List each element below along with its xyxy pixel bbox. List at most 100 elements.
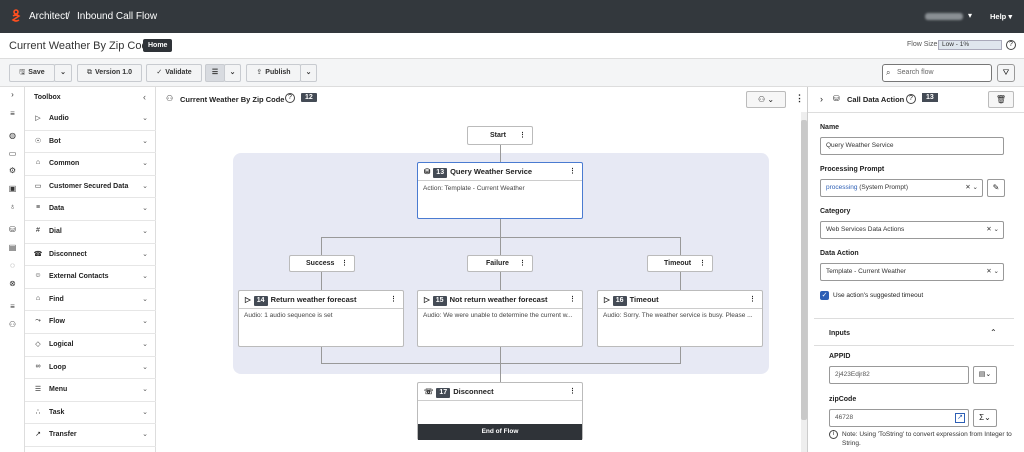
- toolbox-item-dial[interactable]: #Dial⌄: [25, 221, 156, 244]
- connector: [321, 347, 322, 363]
- home-button[interactable]: Home: [143, 39, 173, 52]
- toolbox-item-bot[interactable]: ☉Bot⌄: [25, 131, 156, 154]
- chevron-right-icon[interactable]: ›: [820, 94, 823, 104]
- more-options-icon[interactable]: ⋮: [390, 296, 397, 303]
- app-name[interactable]: Architect: [29, 11, 68, 22]
- delete-button[interactable]: 🗑: [988, 91, 1014, 108]
- canvas-scrollbar[interactable]: [801, 112, 807, 452]
- user-name[interactable]: [925, 13, 963, 20]
- start-node[interactable]: Start ⋮: [467, 126, 533, 145]
- publish-menu-button[interactable]: ⌄: [300, 64, 317, 82]
- save-button[interactable]: 🖫Save: [9, 64, 55, 82]
- validate-button[interactable]: ✓Validate: [146, 64, 202, 82]
- list-view-button[interactable]: ☰: [205, 64, 225, 82]
- toolbox-item-label: Logical: [49, 341, 74, 348]
- save-menu-button[interactable]: ⌄: [54, 64, 72, 82]
- search-icon: ⌕: [886, 68, 891, 77]
- filter-button[interactable]: ⛛: [997, 64, 1015, 82]
- toolbox-item-task[interactable]: ∴Task⌄: [25, 402, 156, 425]
- category-icon: ☉: [34, 137, 42, 145]
- category-select[interactable]: Web Services Data Actions✕ ⌄: [820, 221, 1004, 239]
- toolbox-item-flow[interactable]: ⤳Flow⌄: [25, 311, 156, 334]
- list-icon[interactable]: ≡: [10, 302, 15, 311]
- more-options-icon[interactable]: ⋮: [795, 93, 804, 103]
- edit-prompt-button[interactable]: ✎: [987, 179, 1005, 197]
- user-menu-caret[interactable]: ▾: [968, 11, 973, 20]
- toolbox-item-data[interactable]: ≡Data⌄: [25, 198, 156, 221]
- chat-icon[interactable]: ◌: [10, 261, 15, 270]
- more-options-icon[interactable]: ⋮: [569, 296, 576, 303]
- settings-icon[interactable]: ⚙: [8, 166, 17, 175]
- card-icon[interactable]: ▣: [8, 184, 17, 193]
- toolbox-item-external-contacts[interactable]: ☺External Contacts⌄: [25, 266, 156, 289]
- prompt-icon[interactable]: ▭: [8, 149, 17, 158]
- chevron-up-icon[interactable]: ⌃: [990, 328, 997, 337]
- grid-icon[interactable]: ▤: [8, 243, 17, 252]
- toolbox-item-transfer[interactable]: ↗Transfer⌄: [25, 424, 156, 447]
- success-path-node[interactable]: Success ⋮: [289, 255, 355, 272]
- globe-icon[interactable]: ◍: [9, 131, 16, 140]
- help-menu[interactable]: Help ▾: [990, 12, 1013, 21]
- appid-type-button[interactable]: ▤⌄: [973, 366, 997, 384]
- database-icon[interactable]: ⛁: [9, 225, 16, 234]
- zipcode-field[interactable]: 46728↗: [829, 409, 969, 427]
- help-icon[interactable]: ?: [285, 93, 295, 103]
- toolbox-item-common[interactable]: ⌂Common⌄: [25, 153, 156, 176]
- connector: [500, 237, 501, 255]
- more-options-icon[interactable]: ⋮: [749, 296, 756, 303]
- disconnect-icon: ☏: [424, 387, 434, 396]
- zipcode-expression-button[interactable]: Σ⌄: [973, 409, 997, 427]
- toolbox-title: Toolbox: [34, 94, 61, 101]
- connector: [500, 347, 501, 382]
- toolbox-item-loop[interactable]: ∞Loop⌄: [25, 357, 156, 380]
- appid-field[interactable]: 2j423Edjr82: [829, 366, 969, 384]
- publish-icon: ⇪: [256, 69, 263, 76]
- toolbox-item-label: Find: [49, 295, 64, 303]
- more-options-icon[interactable]: ⋮: [519, 260, 526, 267]
- more-options-icon[interactable]: ⋮: [519, 132, 526, 139]
- menu-icon[interactable]: ≡: [10, 109, 15, 118]
- version-button[interactable]: ⧉Version 1.0: [77, 64, 142, 82]
- toolbox-item-disconnect[interactable]: ☎Disconnect⌄: [25, 244, 156, 267]
- layout-button[interactable]: ⚇ ⌄: [746, 91, 786, 108]
- genesys-logo-icon[interactable]: [10, 9, 22, 23]
- name-field[interactable]: Query Weather Service: [820, 137, 1004, 155]
- more-options-icon[interactable]: ⋮: [341, 260, 348, 267]
- data-action-select[interactable]: Template - Current Weather✕ ⌄: [820, 263, 1004, 281]
- filter-icon: ⛛: [1002, 68, 1010, 77]
- close-circle-icon[interactable]: ⊗: [9, 279, 16, 288]
- more-options-icon[interactable]: ⋮: [569, 168, 576, 175]
- processing-prompt-select[interactable]: processing (System Prompt)✕ ⌄: [820, 179, 983, 197]
- view-menu-button[interactable]: ⌄: [224, 64, 241, 82]
- more-options-icon[interactable]: ⋮: [699, 260, 706, 267]
- toolbox-item-menu[interactable]: ☰Menu⌄: [25, 379, 156, 402]
- timeout-path-node[interactable]: Timeout ⋮: [647, 255, 713, 272]
- help-icon[interactable]: ?: [1006, 40, 1016, 50]
- timeout-checkbox[interactable]: ✓: [820, 291, 829, 300]
- connector: [500, 272, 501, 290]
- inputs-section-header[interactable]: Inputs: [829, 330, 850, 337]
- search-input[interactable]: Search flow: [882, 64, 992, 82]
- toolbox-item-customer-secured-data[interactable]: ▭Customer Secured Data⌄: [25, 176, 156, 199]
- chevron-down-icon: ⌄: [142, 160, 148, 168]
- publish-button[interactable]: ⇪Publish: [246, 64, 301, 82]
- hierarchy-icon[interactable]: ⚇: [8, 320, 17, 329]
- toolbox-item-audio[interactable]: ▷Audio⌄: [25, 108, 156, 131]
- microphone-icon[interactable]: ♁: [9, 202, 16, 211]
- collapse-toolbox-icon[interactable]: ‹: [143, 92, 146, 102]
- breadcrumb-flow-type[interactable]: Inbound Call Flow: [77, 11, 158, 22]
- expand-icon[interactable]: ›: [11, 90, 14, 99]
- scrollbar-thumb[interactable]: [801, 120, 807, 420]
- document-icon: ▤⌄: [978, 371, 992, 378]
- more-options-icon[interactable]: ⋮: [569, 388, 576, 395]
- failure-path-node[interactable]: Failure ⋮: [467, 255, 533, 272]
- toolbox-item-find[interactable]: ⌂Find⌄: [25, 289, 156, 312]
- connector: [680, 347, 681, 363]
- toolbox-item-logical[interactable]: ◇Logical⌄: [25, 334, 156, 357]
- help-icon[interactable]: ?: [906, 94, 916, 104]
